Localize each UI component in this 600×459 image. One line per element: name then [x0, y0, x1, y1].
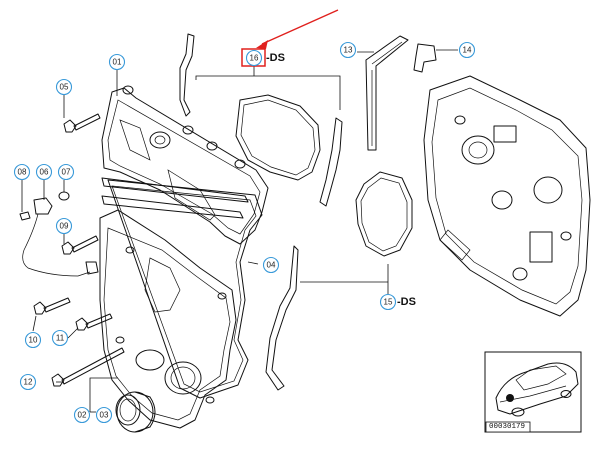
svg-text:15: 15	[384, 298, 393, 307]
callout-02[interactable]: 02	[73, 406, 91, 424]
callout-11[interactable]: 11	[51, 329, 69, 347]
callout-14[interactable]: 14	[458, 41, 476, 59]
callout-16-suffix: -DS	[266, 52, 285, 64]
svg-text:16: 16	[250, 54, 259, 63]
seal-ring	[115, 391, 156, 433]
svg-text:14: 14	[463, 46, 472, 55]
gasket-16	[235, 94, 321, 181]
gasket-strip-left	[101, 177, 249, 219]
sensor-06	[19, 197, 99, 277]
callout-05[interactable]: 05	[55, 78, 73, 96]
svg-text:08: 08	[18, 168, 27, 177]
callout-15-suffix: -DS	[397, 296, 416, 308]
bolt-11	[75, 313, 113, 331]
svg-text:03: 03	[100, 411, 109, 420]
svg-text:11: 11	[56, 334, 65, 343]
bolt-10	[33, 297, 71, 315]
callout-16[interactable]: 16 -DS	[245, 49, 285, 67]
svg-text:09: 09	[60, 222, 69, 231]
callout-03[interactable]: 03	[95, 406, 113, 424]
svg-text:04: 04	[267, 261, 276, 270]
callout-13[interactable]: 13	[339, 41, 357, 59]
gasket-15	[355, 171, 413, 257]
svg-text:06: 06	[40, 168, 49, 177]
gasket-strip-right	[319, 117, 343, 207]
svg-text:10: 10	[29, 336, 38, 345]
cylinder-head	[423, 75, 591, 317]
front-cover	[99, 209, 237, 429]
clip-14	[413, 43, 437, 73]
svg-text:01: 01	[113, 58, 122, 67]
svg-text:12: 12	[24, 378, 33, 387]
location-marker	[506, 394, 514, 402]
vehicle-reference-inset: 00030179	[484, 351, 582, 433]
svg-text:05: 05	[60, 83, 69, 92]
bolt-05	[63, 113, 101, 133]
callout-06[interactable]: 06	[35, 163, 53, 181]
callout-09[interactable]: 09	[55, 217, 73, 235]
gasket-strip-top	[179, 33, 195, 117]
washer-07	[58, 191, 70, 201]
vehicle-ref-code: 00030179	[489, 423, 525, 431]
bolt-09	[61, 235, 99, 255]
bolt-12	[51, 347, 125, 387]
gasket-13	[365, 35, 409, 151]
gasket-strip-lower	[265, 245, 299, 391]
callout-01[interactable]: 01	[108, 53, 126, 71]
leader-lines	[21, 49, 458, 413]
callout-10[interactable]: 10	[24, 331, 42, 349]
svg-text:02: 02	[78, 411, 87, 420]
gasket-04	[107, 179, 263, 399]
callout-08[interactable]: 08	[13, 163, 31, 181]
callout-15[interactable]: 15 -DS	[379, 293, 416, 311]
highlight-annotation	[241, 9, 339, 67]
svg-text:13: 13	[344, 46, 353, 55]
callout-04[interactable]: 04	[262, 256, 280, 274]
upper-cover-01	[101, 85, 269, 245]
svg-text:07: 07	[62, 168, 71, 177]
callout-07[interactable]: 07	[57, 163, 75, 181]
callout-12[interactable]: 12	[19, 373, 37, 391]
